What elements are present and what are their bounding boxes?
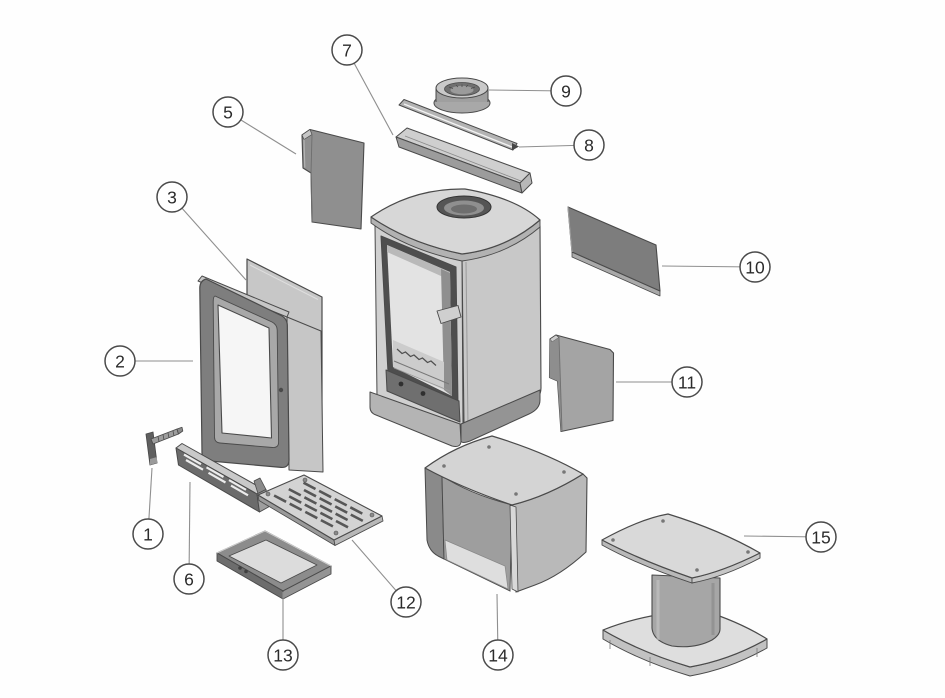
callout-number: 14 bbox=[488, 645, 508, 665]
callout-number: 11 bbox=[678, 372, 696, 392]
callout-circle bbox=[331, 34, 363, 66]
callout-7-baffle-plate: 7 bbox=[331, 34, 394, 136]
callout-14-base-log-store: 14 bbox=[482, 593, 514, 671]
callout-circle bbox=[390, 586, 422, 618]
callout-5-side-brick-left: 5 bbox=[212, 96, 297, 155]
part-flue-collar bbox=[433, 77, 491, 114]
leader-line bbox=[188, 481, 191, 580]
callout-circle bbox=[132, 518, 164, 550]
callout-3-door-glass: 3 bbox=[156, 181, 247, 281]
callout-number: 9 bbox=[561, 81, 571, 101]
part-door-tool-handle bbox=[145, 426, 184, 466]
callout-circle bbox=[573, 129, 605, 161]
callout-circle bbox=[104, 345, 136, 377]
callout-13-ash-pan: 13 bbox=[267, 592, 299, 671]
callout-number: 12 bbox=[396, 592, 415, 612]
part-side-brick-right bbox=[548, 334, 615, 433]
callout-circle bbox=[156, 181, 188, 213]
part-side-brick-left bbox=[301, 128, 365, 230]
callout-number: 13 bbox=[273, 645, 292, 665]
callout-number: 5 bbox=[223, 102, 233, 122]
part-fuel-grate bbox=[257, 474, 384, 546]
part-baffle-plate bbox=[395, 127, 533, 194]
callout-number: 8 bbox=[584, 135, 594, 155]
callout-number: 15 bbox=[811, 527, 830, 547]
callout-8-baffle-rail: 8 bbox=[518, 129, 605, 161]
leader-line bbox=[171, 196, 247, 281]
callout-circle bbox=[739, 251, 771, 283]
callout-12-fuel-grate: 12 bbox=[351, 539, 422, 618]
callout-circle bbox=[267, 639, 299, 671]
callout-circle bbox=[671, 366, 703, 398]
callout-2-door-frame: 2 bbox=[104, 345, 193, 377]
part-front-grille bbox=[175, 443, 269, 513]
part-ash-pan bbox=[216, 530, 332, 600]
callout-number: 10 bbox=[745, 257, 765, 277]
callout-number: 2 bbox=[115, 351, 125, 371]
callout-circle bbox=[173, 563, 205, 595]
callout-circle bbox=[482, 639, 514, 671]
callout-number: 1 bbox=[143, 524, 153, 544]
callout-6-front-grille: 6 bbox=[173, 481, 205, 595]
callout-number: 6 bbox=[184, 569, 194, 589]
callout-number: 3 bbox=[167, 187, 177, 207]
callout-circle bbox=[550, 75, 582, 107]
part-door-frame bbox=[197, 275, 324, 473]
part-baffle-rail bbox=[398, 99, 519, 151]
part-rear-brick bbox=[567, 206, 661, 297]
part-base-log-store bbox=[424, 435, 588, 593]
stove-body bbox=[369, 188, 542, 447]
part-pedestal-stand bbox=[601, 513, 768, 677]
callout-9-flue-collar: 9 bbox=[488, 75, 582, 107]
leader-line bbox=[346, 49, 394, 136]
callout-circle bbox=[805, 521, 837, 553]
callout-11-side-brick-right: 11 bbox=[616, 366, 703, 398]
callout-circle bbox=[212, 96, 244, 128]
callout-10-rear-brick: 10 bbox=[661, 251, 771, 283]
callout-15-pedestal-stand: 15 bbox=[743, 521, 837, 553]
callout-1-door-tool-handle: 1 bbox=[132, 467, 164, 550]
callout-number: 7 bbox=[342, 40, 352, 60]
